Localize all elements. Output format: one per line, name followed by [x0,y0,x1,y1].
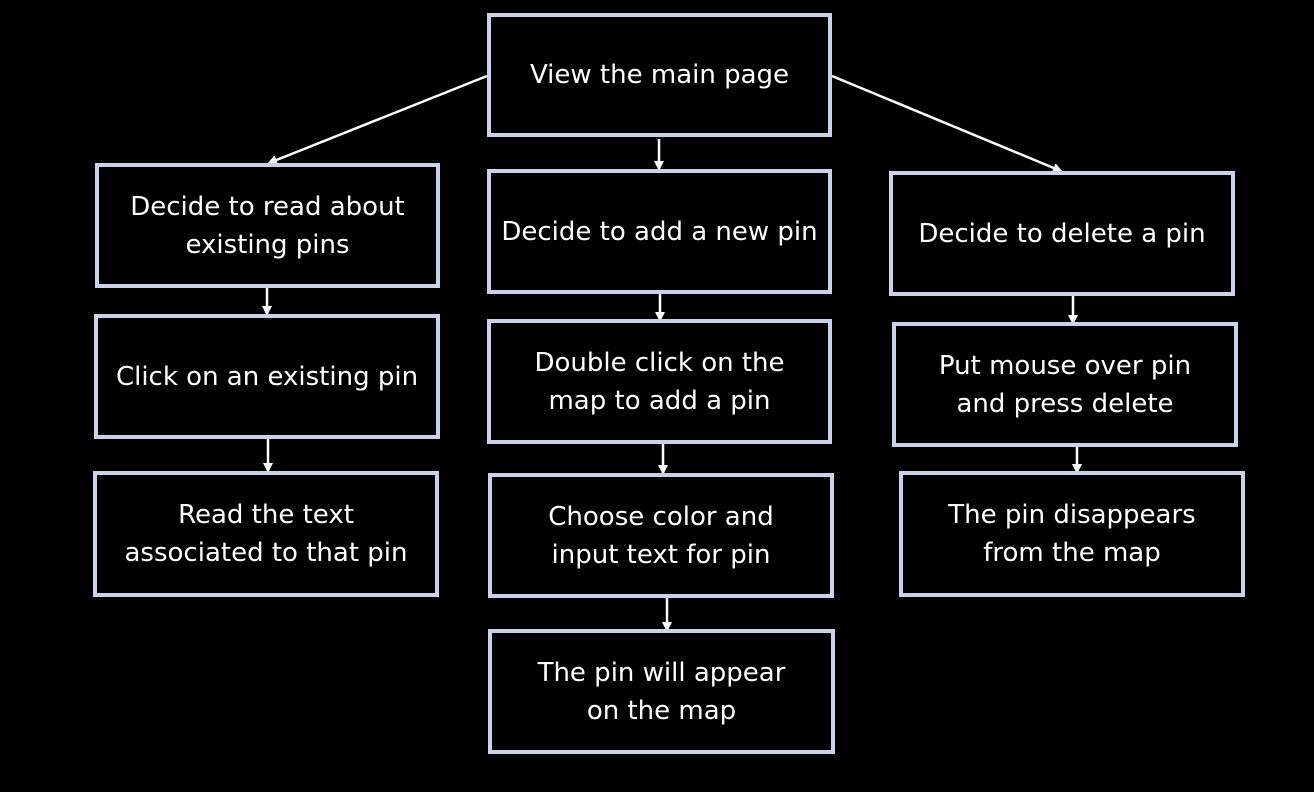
node-mouse-over-pin: Put mouse over pin and press delete [892,322,1238,447]
node-choose-color-text: Choose color and input text for pin [488,473,834,598]
node-double-click-map: Double click on the map to add a pin [487,319,832,444]
node-pin-disappears: The pin disappears from the map [899,471,1245,597]
node-decide-read-pins: Decide to read about existing pins [95,163,440,288]
node-view-main-page: View the main page [487,13,832,137]
node-pin-appears: The pin will appear on the map [488,629,835,754]
node-decide-delete-pin: Decide to delete a pin [889,171,1235,296]
arrow-main-to-read [267,74,488,165]
node-click-existing-pin: Click on an existing pin [94,314,440,439]
arrow-main-to-delete [831,74,1063,173]
node-read-pin-text: Read the text associated to that pin [93,471,439,597]
node-decide-add-pin: Decide to add a new pin [487,169,832,294]
